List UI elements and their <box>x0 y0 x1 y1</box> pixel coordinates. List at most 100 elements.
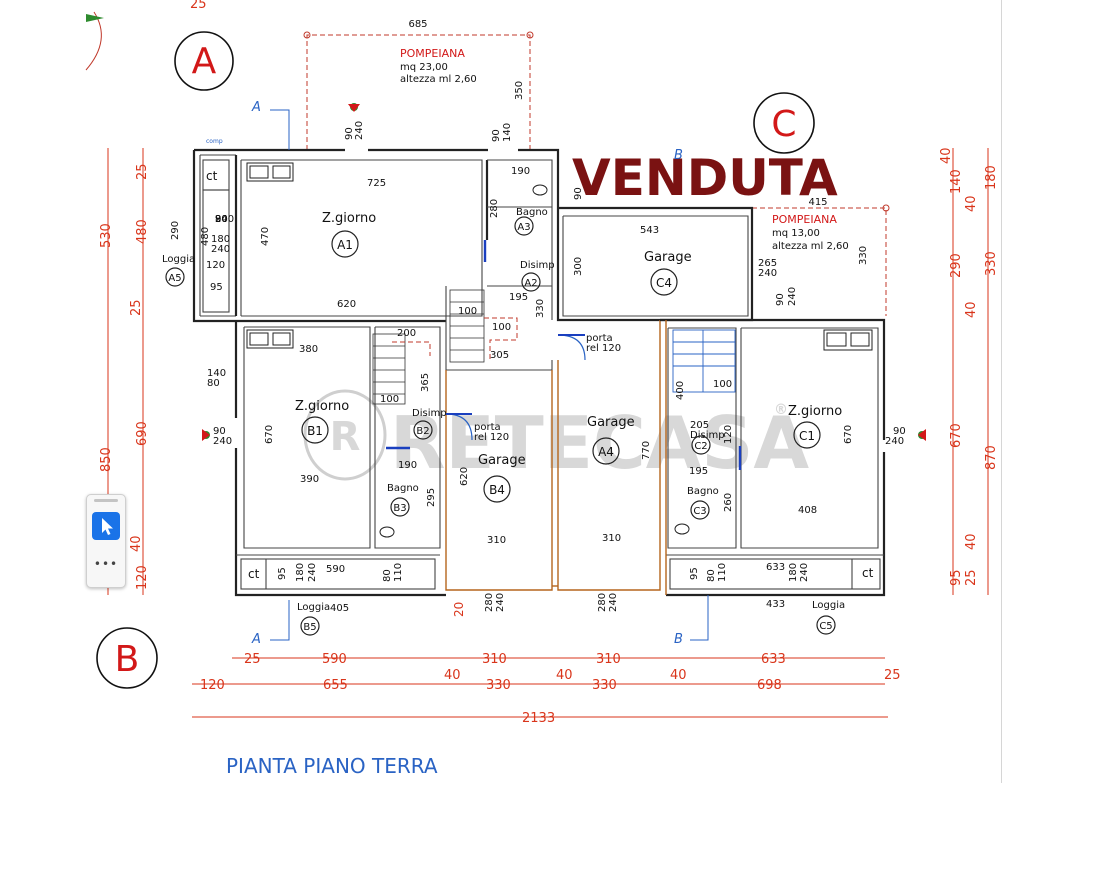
svg-text:ct: ct <box>862 566 874 580</box>
svg-text:rel 120: rel 120 <box>586 343 621 354</box>
svg-text:690: 690 <box>135 421 150 446</box>
svg-text:A2: A2 <box>524 278 537 289</box>
svg-text:240: 240 <box>211 244 230 255</box>
svg-text:120: 120 <box>206 260 225 271</box>
section-marker-a: A A <box>251 100 290 647</box>
svg-text:590: 590 <box>326 564 345 575</box>
svg-text:190: 190 <box>398 460 417 471</box>
svg-text:mq 23,00: mq 23,00 <box>400 62 448 73</box>
svg-text:90: 90 <box>893 426 906 437</box>
walls <box>192 148 886 597</box>
block-label-c: C <box>753 92 815 154</box>
sold-stamp: VENDUTA <box>572 149 838 207</box>
svg-text:195: 195 <box>509 292 528 303</box>
wc-icon <box>379 184 690 538</box>
svg-text:100: 100 <box>713 379 732 390</box>
svg-text:310: 310 <box>602 533 621 544</box>
svg-text:280: 280 <box>597 593 608 612</box>
select-tool-button[interactable] <box>92 512 120 540</box>
svg-text:195: 195 <box>689 466 708 477</box>
svg-text:240: 240 <box>758 268 777 279</box>
room-a4: Garage A4 770 310 <box>587 415 652 544</box>
svg-text:120: 120 <box>135 565 150 590</box>
svg-text:A: A <box>251 100 261 115</box>
svg-text:A4: A4 <box>598 445 614 459</box>
svg-text:A3: A3 <box>517 222 530 233</box>
svg-text:B: B <box>674 632 683 647</box>
svg-text:140: 140 <box>502 123 513 142</box>
svg-text:40: 40 <box>939 147 954 164</box>
svg-text:Loggia: Loggia <box>162 254 195 265</box>
entrance-arrow-icon <box>202 103 926 441</box>
svg-text:530: 530 <box>99 223 114 248</box>
svg-text:260: 260 <box>723 493 734 512</box>
svg-text:110: 110 <box>393 563 404 582</box>
svg-text:670: 670 <box>949 423 964 448</box>
svg-text:543: 543 <box>640 225 659 236</box>
svg-text:Disimp: Disimp <box>520 260 555 271</box>
palette-drag-handle[interactable] <box>94 499 118 502</box>
stair-a: 100 100 305 <box>449 289 518 363</box>
svg-text:390: 390 <box>300 474 319 485</box>
section-marker-b: B B <box>674 148 709 647</box>
more-options-button[interactable]: ••• <box>93 557 119 571</box>
svg-text:C3: C3 <box>693 506 706 517</box>
svg-text:90: 90 <box>573 187 584 200</box>
svg-text:20: 20 <box>452 602 466 617</box>
svg-text:Disimp: Disimp <box>412 408 447 419</box>
svg-text:80: 80 <box>382 569 393 582</box>
svg-text:25: 25 <box>884 668 901 683</box>
svg-text:670: 670 <box>843 425 854 444</box>
svg-text:C2: C2 <box>694 441 707 452</box>
room-a5: ct 290 Loggia A5 120 95 <box>162 169 225 293</box>
svg-text:770: 770 <box>641 441 652 460</box>
svg-text:698: 698 <box>757 678 782 693</box>
svg-text:310: 310 <box>487 535 506 546</box>
svg-text:290: 290 <box>170 221 181 240</box>
svg-text:90: 90 <box>215 214 228 225</box>
room-b1: Z.giorno B1 380 670 390 <box>264 344 349 485</box>
svg-text:Bagno: Bagno <box>687 486 719 497</box>
plan-title: PIANTA PIANO TERRA <box>226 754 438 778</box>
svg-text:R: R <box>330 414 361 460</box>
page-edge-divider <box>1001 0 1002 783</box>
svg-text:400: 400 <box>675 381 686 400</box>
svg-text:265: 265 <box>758 258 777 269</box>
svg-text:B4: B4 <box>489 483 505 497</box>
svg-text:B: B <box>115 639 140 680</box>
svg-text:295: 295 <box>426 488 437 507</box>
svg-text:90: 90 <box>215 214 228 225</box>
svg-text:305: 305 <box>490 350 509 361</box>
svg-text:25: 25 <box>244 652 261 667</box>
svg-text:Loggia: Loggia <box>297 602 330 613</box>
svg-text:40: 40 <box>670 668 687 683</box>
svg-text:205: 205 <box>690 420 709 431</box>
svg-text:40: 40 <box>964 195 979 212</box>
svg-text:408: 408 <box>798 505 817 516</box>
svg-text:180: 180 <box>984 165 999 190</box>
svg-text:Garage: Garage <box>644 250 692 265</box>
svg-text:350: 350 <box>514 81 525 100</box>
svg-text:25: 25 <box>964 569 979 586</box>
svg-text:240: 240 <box>799 563 810 582</box>
svg-text:B2: B2 <box>416 426 429 437</box>
svg-text:200: 200 <box>397 328 416 339</box>
small-tag: comp <box>206 138 223 145</box>
svg-text:300: 300 <box>573 257 584 276</box>
svg-text:870: 870 <box>984 445 999 470</box>
svg-text:670: 670 <box>264 425 275 444</box>
kitchen-fixture-b <box>246 329 294 349</box>
svg-text:240: 240 <box>213 436 232 447</box>
svg-text:330: 330 <box>592 678 617 693</box>
svg-text:Bagno: Bagno <box>387 483 419 494</box>
svg-text:725: 725 <box>367 178 386 189</box>
svg-text:A5: A5 <box>168 273 181 284</box>
svg-text:Z.giorno: Z.giorno <box>788 404 842 419</box>
svg-text:Z.giorno: Z.giorno <box>322 211 376 226</box>
pompeiana-right: 415 330 POMPEIANA mq 13,00 altezza ml 2,… <box>752 197 890 316</box>
svg-text:120: 120 <box>723 425 734 444</box>
dims-bottom: 25 590 310 310 633 25 120 655 330 330 69… <box>192 602 901 726</box>
dim-top-fragment: 25 <box>190 0 207 12</box>
svg-text:685: 685 <box>408 19 427 30</box>
